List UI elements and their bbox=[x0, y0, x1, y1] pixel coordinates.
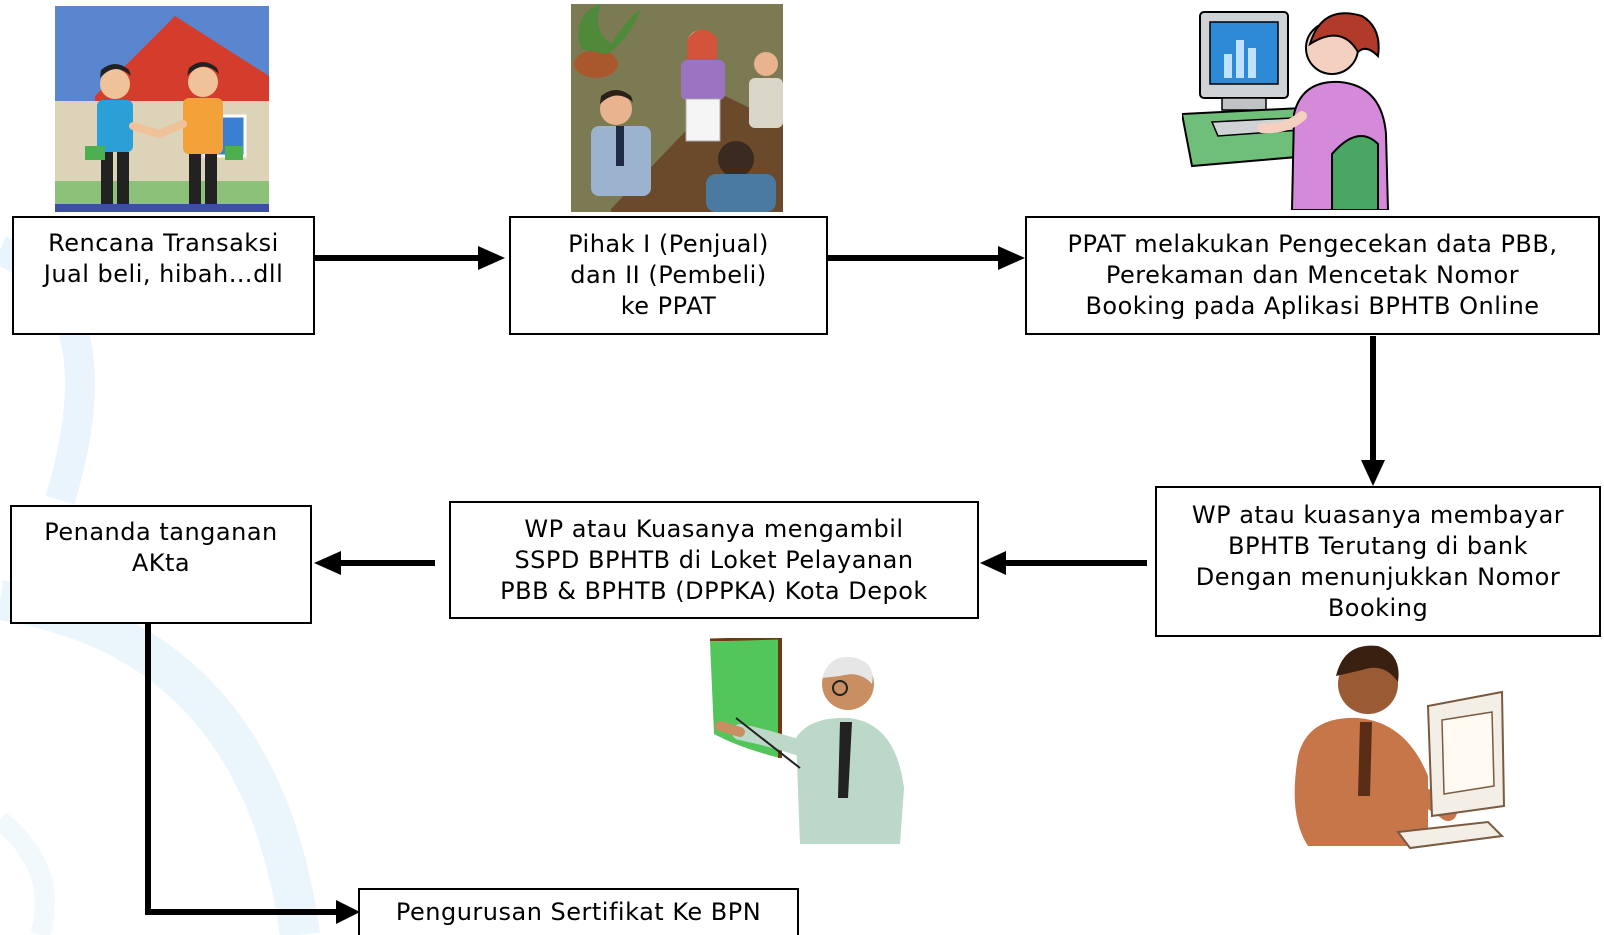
arrow-step2-to-step3 bbox=[828, 246, 1025, 270]
person-man-right-figure bbox=[749, 52, 783, 128]
arrow-step6-to-step7 bbox=[145, 624, 360, 924]
step-box-penanda-tanganan: Penanda tanganan AKta bbox=[10, 505, 312, 624]
handshake-house-illustration bbox=[55, 6, 269, 212]
arrow-step3-to-step4 bbox=[1361, 336, 1385, 486]
step-label-ppat-pengecekan: PPAT melakukan Pengecekan data PBB, Pere… bbox=[1067, 230, 1558, 320]
chair-icon bbox=[1331, 135, 1379, 210]
arrow-step1-to-step2 bbox=[307, 246, 505, 270]
person-right-figure bbox=[183, 62, 243, 204]
step-box-rencana-transaksi: Rencana Transaksi Jual beli, hibah…dll bbox=[12, 216, 315, 335]
person-back-figure bbox=[706, 141, 776, 212]
presenter-with-board-illustration bbox=[709, 638, 904, 844]
step-label-wp-membayar: WP atau kuasanya membayar BPHTB Terutang… bbox=[1191, 500, 1565, 622]
step-box-wp-membayar: WP atau kuasanya membayar BPHTB Terutang… bbox=[1155, 486, 1601, 637]
document-icon bbox=[685, 98, 721, 142]
step-box-ppat-pengecekan: PPAT melakukan Pengecekan data PBB, Pere… bbox=[1025, 216, 1600, 335]
man-figure bbox=[1294, 645, 1457, 846]
step-label-wp-mengambil-sspd: WP atau Kuasanya mengambil SSPD BPHTB di… bbox=[500, 514, 928, 605]
person-man-left-figure bbox=[591, 90, 651, 196]
step-box-wp-mengambil-sspd: WP atau Kuasanya mengambil SSPD BPHTB di… bbox=[449, 501, 979, 619]
person-left-figure bbox=[85, 64, 133, 204]
computer-icon bbox=[1396, 690, 1506, 850]
meeting-table-illustration bbox=[571, 4, 783, 212]
arrow-step4-to-step5 bbox=[980, 551, 1147, 575]
step-label-pihak-ke-ppat: Pihak I (Penjual) dan II (Pembeli) ke PP… bbox=[568, 230, 769, 320]
step-label-pengurusan-sertifikat: Pengurusan Sertifikat Ke BPN bbox=[395, 898, 762, 926]
plant-icon bbox=[574, 4, 641, 78]
step-box-pengurusan-sertifikat: Pengurusan Sertifikat Ke BPN bbox=[358, 888, 799, 935]
step-label-penanda-tanganan: Penanda tanganan AKta bbox=[44, 518, 278, 577]
person-woman-top-figure bbox=[681, 29, 725, 100]
woman-at-computer-illustration bbox=[1182, 11, 1390, 210]
step-label-rencana-transaksi: Rencana Transaksi Jual beli, hibah…dll bbox=[43, 229, 284, 288]
man-at-computer-illustration bbox=[1294, 645, 1506, 850]
presenter-figure bbox=[715, 656, 904, 844]
step-box-pihak-ke-ppat: Pihak I (Penjual) dan II (Pembeli) ke PP… bbox=[509, 216, 828, 335]
monitor-icon bbox=[1199, 11, 1289, 111]
arrow-step5-to-step6 bbox=[314, 551, 435, 575]
